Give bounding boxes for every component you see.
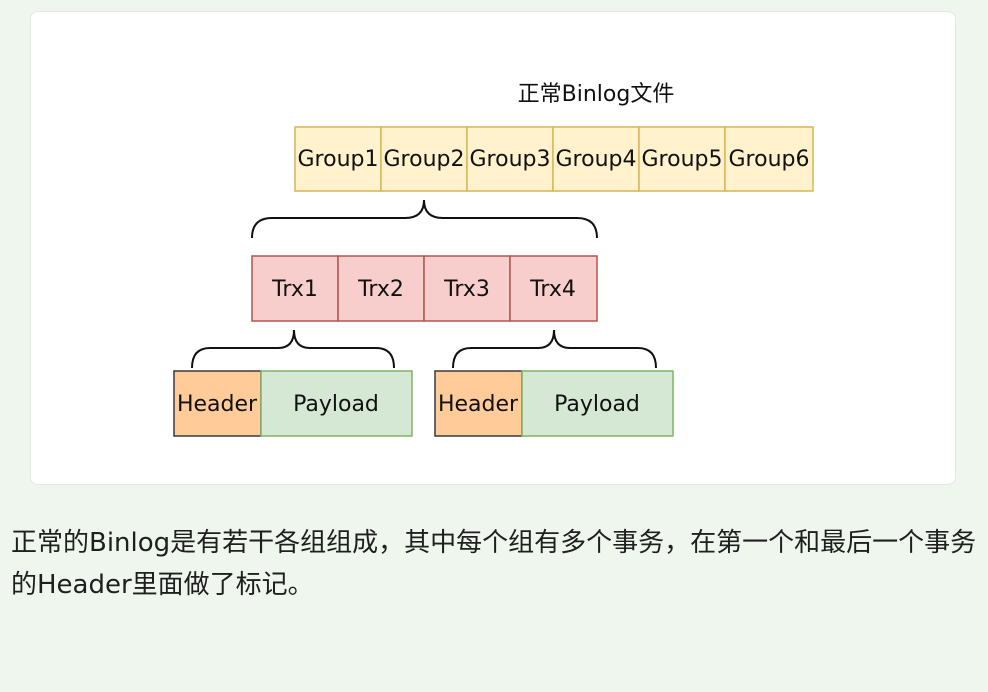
trx-box-1 [251, 255, 339, 322]
event-block-2: Header Payload [434, 370, 674, 437]
trx-label-3: Trx3 [443, 277, 490, 302]
trx1-brace [191, 329, 395, 369]
header-label-1: Header [177, 392, 258, 417]
group-label-3: Group3 [470, 147, 551, 172]
group-box-6 [724, 126, 814, 192]
diagram-title: 正常Binlog文件 [518, 82, 675, 107]
group-box-1 [294, 126, 382, 192]
caption-text: 正常的Binlog是有若干各组组成，其中每个组有多个事务，在第一个和最后一个事务… [11, 528, 977, 600]
group-box-4 [552, 126, 640, 192]
trx-label-1: Trx1 [271, 277, 318, 302]
payload-label-2: Payload [554, 392, 640, 417]
payload-label-1: Payload [293, 392, 379, 417]
group-row: Group1 Group2 Group3 Group4 Group5 Group… [294, 126, 814, 192]
group-label-2: Group2 [384, 147, 465, 172]
trx-box-4 [509, 255, 598, 322]
transaction-row: Trx1 Trx2 Trx3 Trx4 [251, 255, 598, 322]
payload-box-2 [521, 370, 674, 437]
group-label-6: Group6 [729, 147, 810, 172]
group-brace [251, 199, 598, 239]
header-label-2: Header [438, 392, 519, 417]
header-box-2 [434, 370, 523, 437]
trx-label-4: Trx4 [529, 277, 576, 302]
group-box-3 [466, 126, 554, 192]
header-box-1 [173, 370, 262, 437]
trx-box-3 [423, 255, 511, 322]
payload-box-1 [260, 370, 413, 437]
group-box-5 [638, 126, 726, 192]
group-label-4: Group4 [556, 147, 637, 172]
trx-label-2: Trx2 [357, 277, 404, 302]
trx4-brace [452, 329, 657, 369]
group-label-1: Group1 [298, 147, 379, 172]
group-label-5: Group5 [642, 147, 723, 172]
event-block-1: Header Payload [173, 370, 413, 437]
